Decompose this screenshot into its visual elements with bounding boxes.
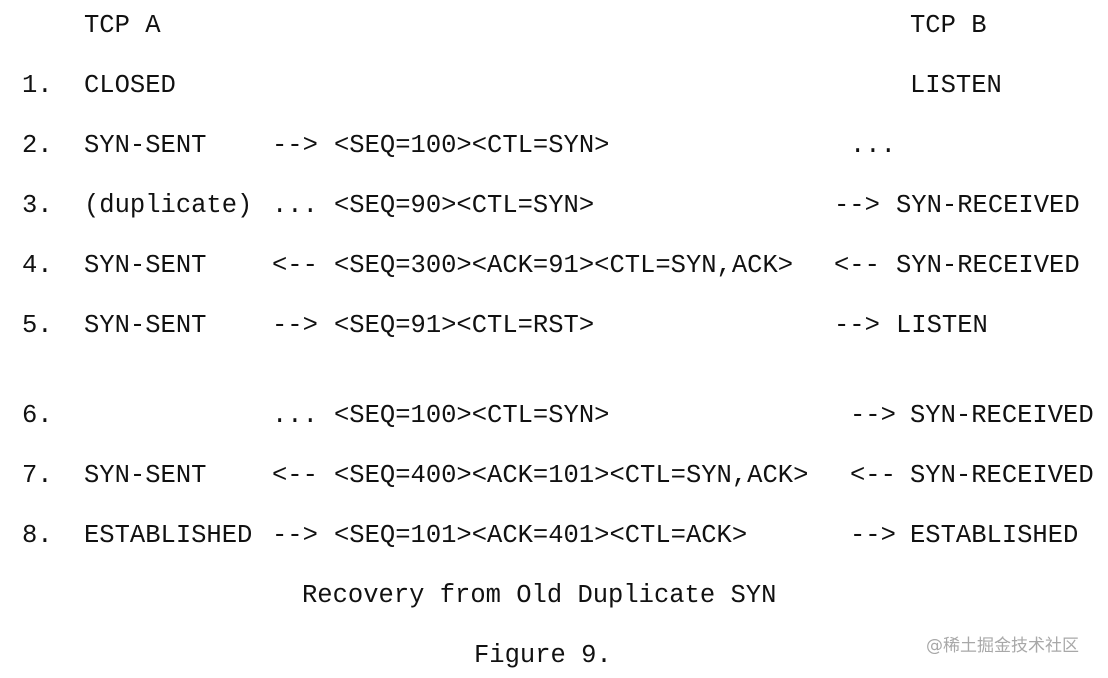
tcp-b-header: TCP B bbox=[910, 11, 987, 40]
tcp-a-state: (duplicate) bbox=[84, 191, 253, 220]
segment: <SEQ=90><CTL=SYN> bbox=[334, 191, 595, 220]
tcp-a-state: SYN-SENT bbox=[84, 461, 207, 490]
figure-caption: Recovery from Old Duplicate SYN bbox=[302, 581, 777, 610]
arrow-a: --> bbox=[272, 131, 318, 160]
arrow-b: --> bbox=[850, 521, 896, 550]
row-number: 5. bbox=[22, 311, 53, 340]
row-number: 4. bbox=[22, 251, 53, 280]
arrow-b: --> bbox=[850, 401, 896, 430]
row-number: 1. bbox=[22, 71, 53, 100]
tcp-a-header: TCP A bbox=[84, 11, 161, 40]
tcp-b-state: LISTEN bbox=[896, 311, 988, 340]
arrow-b: <-- bbox=[850, 461, 896, 490]
tcp-b-state: SYN-RECEIVED bbox=[896, 251, 1080, 280]
segment: <SEQ=100><CTL=SYN> bbox=[334, 401, 610, 430]
arrow-a: --> bbox=[272, 521, 318, 550]
row-number: 2. bbox=[22, 131, 53, 160]
tcp-b-state: SYN-RECEIVED bbox=[910, 401, 1094, 430]
tcp-b-state: ESTABLISHED bbox=[910, 521, 1079, 550]
tcp-b-state: ... bbox=[850, 131, 896, 160]
segment: <SEQ=400><ACK=101><CTL=SYN,ACK> bbox=[334, 461, 809, 490]
arrow-b: <-- bbox=[834, 251, 880, 280]
arrow-a: <-- bbox=[272, 251, 318, 280]
row-number: 7. bbox=[22, 461, 53, 490]
arrow-a: ... bbox=[272, 401, 318, 430]
tcp-a-state: SYN-SENT bbox=[84, 311, 207, 340]
row-number: 6. bbox=[22, 401, 53, 430]
tcp-a-state: CLOSED bbox=[84, 71, 176, 100]
tcp-a-state: SYN-SENT bbox=[84, 131, 207, 160]
segment: <SEQ=300><ACK=91><CTL=SYN,ACK> bbox=[334, 251, 794, 280]
tcp-a-state: ESTABLISHED bbox=[84, 521, 253, 550]
tcp-b-state: SYN-RECEIVED bbox=[896, 191, 1080, 220]
segment: <SEQ=100><CTL=SYN> bbox=[334, 131, 610, 160]
tcp-a-state: SYN-SENT bbox=[84, 251, 207, 280]
segment: <SEQ=101><ACK=401><CTL=ACK> bbox=[334, 521, 748, 550]
arrow-b: --> bbox=[834, 311, 880, 340]
tcp-b-state: SYN-RECEIVED bbox=[910, 461, 1094, 490]
watermark-text: @稀土掘金技术社区 bbox=[926, 636, 1079, 656]
row-number: 3. bbox=[22, 191, 53, 220]
tcp-b-state: LISTEN bbox=[910, 71, 1002, 100]
segment: <SEQ=91><CTL=RST> bbox=[334, 311, 595, 340]
figure-label: Figure 9. bbox=[474, 641, 612, 670]
row-number: 8. bbox=[22, 521, 53, 550]
arrow-b: --> bbox=[834, 191, 880, 220]
arrow-a: <-- bbox=[272, 461, 318, 490]
arrow-a: ... bbox=[272, 191, 318, 220]
arrow-a: --> bbox=[272, 311, 318, 340]
